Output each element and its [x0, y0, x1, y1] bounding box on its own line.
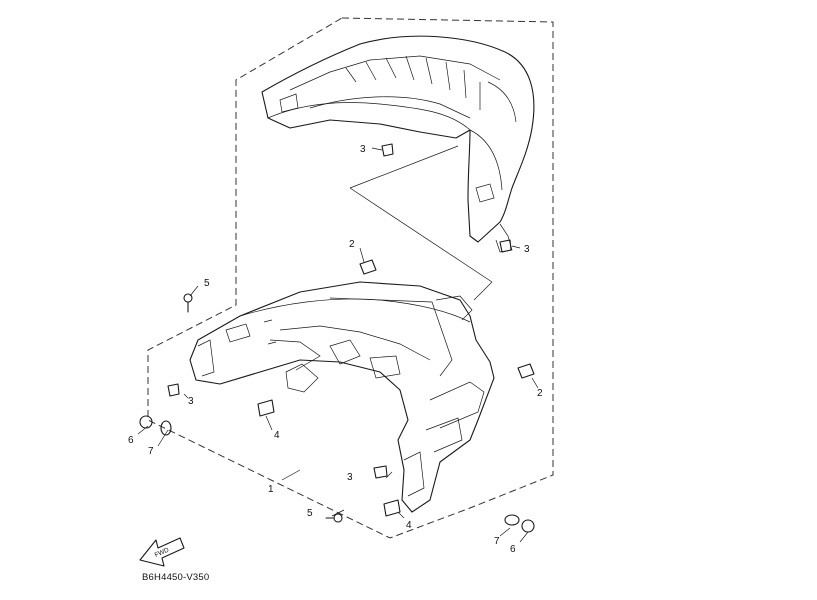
bolt — [183, 293, 343, 523]
washer — [160, 420, 520, 526]
callout-5: 5 — [204, 278, 210, 289]
callout-3: 3 — [360, 144, 366, 155]
callout-4: 4 — [406, 520, 412, 531]
callout-2: 2 — [537, 388, 543, 399]
fwd-label: FWD — [154, 546, 171, 559]
assembly-guide-line — [349, 145, 493, 301]
callout-1: 1 — [268, 484, 274, 495]
callout-6: 6 — [510, 544, 516, 555]
assembly-boundary — [147, 17, 554, 539]
callout-3: 3 — [347, 472, 353, 483]
callout-4: 4 — [274, 430, 280, 441]
callout-7: 7 — [494, 536, 500, 547]
diagram-code: B6H4450-V350 — [142, 572, 210, 583]
clip — [257, 399, 401, 517]
leader-lines — [137, 147, 539, 543]
callout-3: 3 — [524, 244, 530, 255]
quick-nut — [167, 143, 512, 479]
callout-2: 2 — [349, 239, 355, 250]
grommet — [359, 259, 535, 379]
callout-7: 7 — [148, 446, 154, 457]
lower-rear-cowl — [189, 281, 495, 513]
callout-3: 3 — [188, 396, 194, 407]
callout-6: 6 — [128, 435, 134, 446]
upper-rear-cover — [261, 35, 535, 253]
callout-5: 5 — [307, 508, 313, 519]
forward-arrow-icon: FWD — [139, 537, 185, 567]
